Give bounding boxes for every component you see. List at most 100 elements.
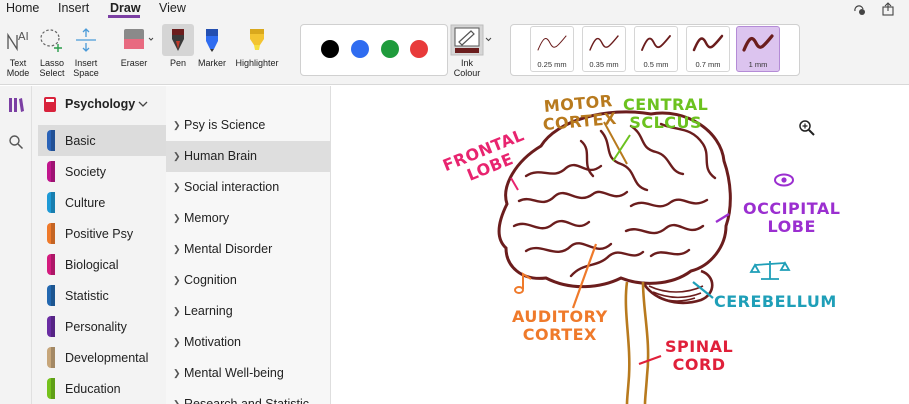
section-color-tab [47, 223, 55, 244]
pen-label: Pen [169, 58, 186, 68]
active-tab-indicator [108, 15, 140, 18]
motor-pointer [603, 121, 628, 165]
chevron-right-icon: ❯ [173, 244, 181, 254]
thickness-label: 0.5 mm [643, 60, 669, 69]
section-color-tab [47, 254, 55, 275]
text-mode-button[interactable]: AI Text Mode [3, 27, 33, 79]
section-item[interactable]: Positive Psy [38, 218, 166, 249]
eraser-button[interactable]: Eraser [120, 27, 158, 72]
page-item[interactable]: ❯Motivation [166, 327, 330, 358]
share-icon[interactable] [881, 2, 895, 16]
section-color-tab [47, 347, 55, 368]
color-black[interactable] [321, 40, 339, 58]
color-red[interactable] [410, 40, 428, 58]
label-occipital-lobe: OCCIPITAL LOBE [743, 199, 841, 236]
thickness-option[interactable]: 1 mm [736, 26, 780, 72]
thickness-option[interactable]: 0.7 mm [686, 26, 730, 72]
chevron-right-icon: ❯ [173, 182, 181, 192]
page-item[interactable]: ❯Memory [166, 203, 330, 234]
auditory-pointer [571, 243, 598, 309]
thickness-option[interactable]: 0.35 mm [582, 26, 626, 72]
section-item[interactable]: Culture [38, 187, 166, 218]
cerebellum-shape [641, 269, 714, 305]
page-item[interactable]: ❯Mental Well-being [166, 358, 330, 389]
thickness-label: 1 mm [748, 60, 768, 69]
page-item[interactable]: ❯Cognition [166, 265, 330, 296]
section-item[interactable]: Biological [38, 249, 166, 280]
search-icon[interactable] [8, 134, 24, 150]
section-color-tab [47, 161, 55, 182]
pen-icon [172, 29, 184, 51]
lasso-select-label: Lasso Select [39, 58, 65, 78]
insert-space-icon [76, 28, 96, 52]
menu-insert[interactable]: Insert [58, 1, 90, 15]
notebook-icon [44, 97, 56, 112]
pen-button[interactable]: Pen [162, 27, 194, 72]
brain-drawing [497, 110, 815, 404]
section-color-tab [47, 285, 55, 306]
notebooks-icon[interactable] [7, 96, 25, 114]
marker-label: Marker [197, 58, 226, 68]
thickness-option[interactable]: 0.5 mm [634, 26, 678, 72]
highlighter-icon [250, 29, 264, 50]
lasso-select-button[interactable]: Lasso Select [36, 27, 68, 79]
section-item[interactable]: Basic [38, 125, 166, 156]
section-item[interactable]: Education [38, 373, 166, 404]
ink-colour-label: Ink Colour [453, 58, 481, 78]
sync-status-icon[interactable] [852, 2, 866, 16]
chevron-right-icon: ❯ [173, 213, 181, 223]
highlighter-button[interactable]: Highlighter [230, 27, 284, 72]
menu-view[interactable]: View [159, 1, 186, 15]
page-item[interactable]: ❯Psy is Science [166, 110, 330, 141]
menu-home[interactable]: Home [6, 1, 40, 15]
page-item[interactable]: ❯Human Brain [166, 141, 330, 172]
chevron-right-icon: ❯ [173, 399, 181, 404]
section-item[interactable]: Statistic [38, 280, 166, 311]
nav-rail [0, 86, 32, 404]
ink-colour-button[interactable]: Ink Colour [449, 24, 495, 78]
page-name: Mental Disorder [184, 242, 273, 256]
notebook-title: Psychology [65, 97, 136, 111]
page-name: Psy is Science [184, 118, 266, 132]
pen-stroke-icon [537, 35, 567, 51]
page-list: ❯Psy is Science❯Human Brain❯Social inter… [166, 86, 331, 404]
page-item[interactable]: ❯Research and Statistic [166, 389, 330, 404]
color-green[interactable] [381, 40, 399, 58]
section-name: Developmental [65, 351, 149, 365]
section-item[interactable]: Developmental [38, 342, 166, 373]
page-name: Research and Statistic [184, 397, 310, 404]
label-motor-cortex: MOTOR CORTEX [542, 91, 618, 135]
insert-space-button[interactable]: Insert Space [70, 27, 102, 79]
page-item[interactable]: ❯Learning [166, 296, 330, 327]
section-name: Statistic [65, 289, 109, 303]
section-name: Biological [65, 258, 119, 272]
eraser-label: Eraser [120, 58, 148, 68]
notebook-header[interactable] [32, 86, 166, 124]
section-item[interactable]: Personality [38, 311, 166, 342]
thickness-option[interactable]: 0.25 mm [530, 26, 574, 72]
brain-outline [497, 110, 732, 289]
page-name: Memory [184, 211, 230, 225]
chevron-right-icon: ❯ [173, 275, 181, 285]
pen-stroke-icon [641, 35, 671, 51]
note-canvas[interactable]: MOTOR CORTEX CENTRAL SCLCUS FRONTAL LOBE… [331, 86, 909, 404]
menu-draw[interactable]: Draw [110, 1, 141, 15]
pen-stroke-icon [692, 34, 724, 52]
eye-doodle [774, 173, 794, 187]
chevron-right-icon: ❯ [173, 151, 181, 161]
section-name: Personality [65, 320, 127, 334]
marker-button[interactable]: Marker [196, 27, 228, 72]
section-color-tab [47, 378, 55, 399]
page-name: Social interaction [184, 180, 280, 194]
label-spinal-cord: SPINAL CORD [665, 337, 734, 374]
color-blue[interactable] [351, 40, 369, 58]
section-name: Basic [65, 134, 96, 148]
lasso-icon [40, 29, 62, 52]
text-mode-icon: AI [7, 30, 29, 52]
ink-colour-icon [450, 24, 492, 56]
cerebellum-pointer [692, 281, 714, 299]
section-item[interactable]: Society [38, 156, 166, 187]
cerebellum-folds [648, 285, 704, 302]
page-item[interactable]: ❯Mental Disorder [166, 234, 330, 265]
page-item[interactable]: ❯Social interaction [166, 172, 330, 203]
